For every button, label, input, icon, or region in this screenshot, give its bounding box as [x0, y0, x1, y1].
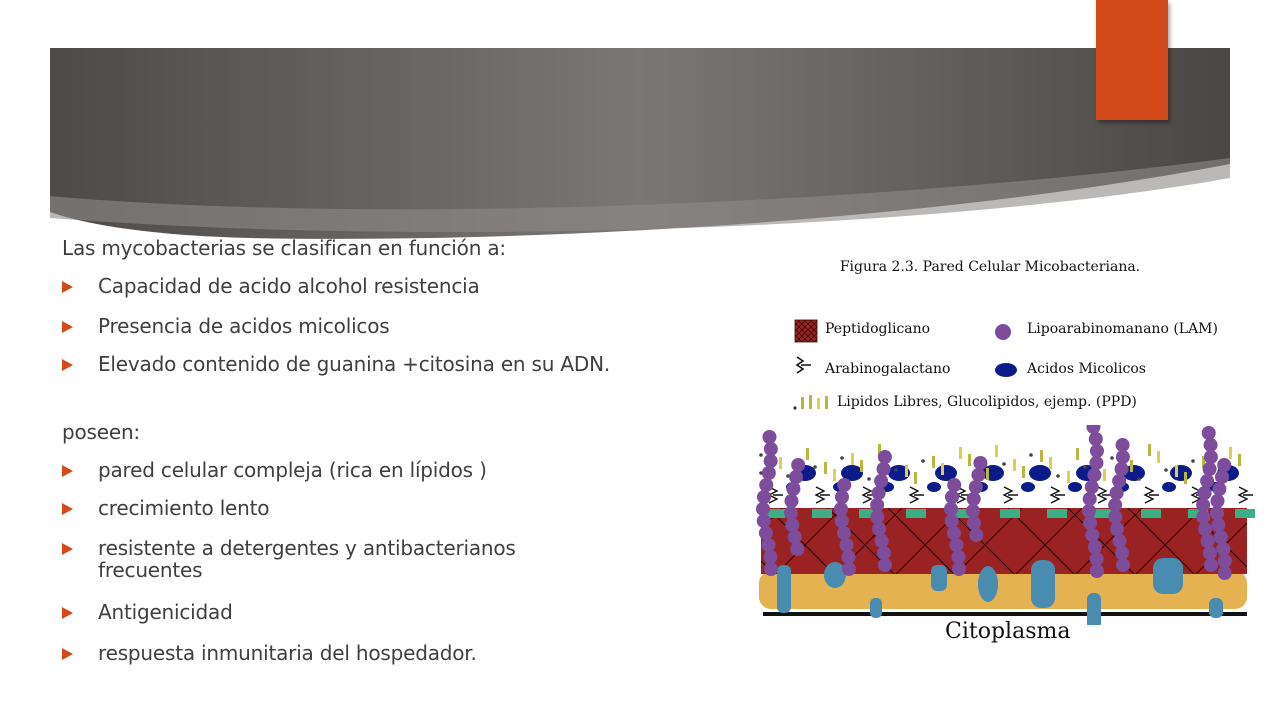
mycolic-acids	[786, 465, 1239, 492]
bullet-arrow-icon	[62, 648, 73, 660]
header-banner	[50, 48, 1230, 239]
bullet-item: crecimiento lento	[62, 497, 658, 519]
citoplasma-label: Citoplasma	[945, 619, 1071, 644]
lipid-dashes-icon	[793, 395, 828, 410]
bullet-item: Antigenicidad	[62, 601, 658, 623]
arabinogalactan-zigzag-icon	[795, 356, 811, 374]
lam-chains	[756, 425, 1232, 580]
cytoplasm-band	[759, 571, 1247, 609]
figure-title: Figura 2.3. Pared Celular Micobacteriana…	[839, 259, 1141, 275]
bullet-item: Presencia de acidos micolicos	[62, 315, 658, 337]
intro-text-1: Las mycobacterias se clasifican en funci…	[62, 236, 506, 260]
intro-text-2: poseen:	[62, 420, 140, 444]
legend-peptidoglicano: Peptidoglicano	[825, 321, 931, 337]
lam-circle-icon	[995, 324, 1011, 340]
mycolic-acid-icon	[995, 363, 1017, 377]
legend-lipidos: Lipidos Libres, Glucolipidos, ejemp. (PP…	[837, 394, 1137, 410]
bullet-arrow-icon	[62, 321, 73, 333]
bullet-item: resistente a detergentes y antibacterian…	[62, 537, 608, 581]
cell-wall-diagram	[756, 425, 1255, 625]
cell-wall-figure: Figura 2.3. Pared Celular Micobacteriana…	[745, 255, 1265, 655]
bullet-item: respuesta inmunitaria del hospedador.	[62, 642, 658, 664]
bullet-arrow-icon	[62, 359, 73, 371]
accent-tab	[1096, 0, 1168, 120]
bullet-item: Elevado contenido de guanina +citosina e…	[62, 353, 648, 375]
bullet-item: Capacidad de acido alcohol resistencia	[62, 275, 658, 297]
bullet-arrow-icon	[62, 465, 73, 477]
legend-lam: Lipoarabinomanano (LAM)	[1027, 321, 1218, 337]
bullet-arrow-icon	[62, 281, 73, 293]
bullet-arrow-icon	[62, 503, 73, 515]
peptidoglycan-swatch-icon	[794, 319, 818, 343]
bullet-arrow-icon	[62, 607, 73, 619]
bullet-item: pared celular compleja (rica en lípidos …	[62, 459, 658, 481]
membrane-proteins	[777, 558, 1223, 625]
legend-micolicos: Acidos Micolicos	[1027, 361, 1146, 377]
figure-legend-icons	[793, 319, 1017, 410]
legend-arabinogalactano: Arabinogalactano	[825, 361, 951, 377]
bullet-arrow-icon	[62, 543, 73, 555]
